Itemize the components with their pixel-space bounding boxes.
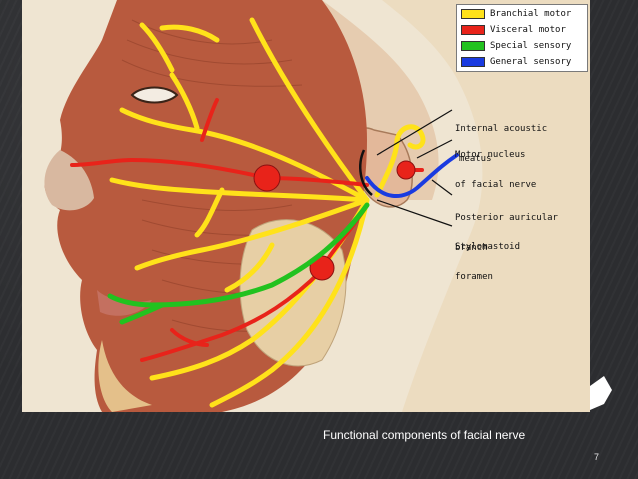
legend-swatch-yellow xyxy=(461,9,485,19)
label-line: meatus xyxy=(459,154,492,164)
leader-lines xyxy=(359,109,453,227)
posterior-auricular-path xyxy=(365,153,459,199)
buccal-branch xyxy=(134,197,370,271)
nose xyxy=(44,150,94,211)
submandibular-path xyxy=(140,268,324,362)
motor-nucleus-loop xyxy=(394,124,426,150)
legend-swatch-red xyxy=(461,25,485,35)
label-line: branch xyxy=(455,243,488,253)
frontal-twig xyxy=(139,22,175,73)
legend-label: General sensory xyxy=(490,57,572,67)
legend-item-special-sensory: Special sensory xyxy=(461,39,571,53)
facial-nerve-illustration: Branchial motor Visceral motor Special s… xyxy=(22,0,590,412)
label-motor-nucleus: Motor nucleus of facial nerve xyxy=(455,130,536,210)
special-sensory-branch xyxy=(107,202,370,325)
page-curl-icon xyxy=(590,376,612,410)
legend-item-visceral-motor: Visceral motor xyxy=(461,23,566,37)
skull-region xyxy=(322,0,439,200)
legend-label: Visceral motor xyxy=(490,25,566,35)
legend: Branchial motor Visceral motor Special s… xyxy=(456,4,588,72)
lacrimal-twig xyxy=(200,98,219,142)
label-stylomastoid-foramen: Stylomastoid foramen xyxy=(455,222,520,302)
branchial-motor-branches xyxy=(109,17,426,408)
label-posterior-auricular-branch: Posterior auricular branch xyxy=(455,193,558,273)
internal-acoustic-outline xyxy=(359,149,373,196)
temporal-branch xyxy=(249,17,370,203)
label-line: Internal acoustic xyxy=(455,124,548,134)
eye xyxy=(130,86,179,104)
label-line: Posterior auricular xyxy=(455,213,558,223)
taste-path xyxy=(107,202,370,308)
label-line: foramen xyxy=(455,272,493,282)
label-line: Stylomastoid xyxy=(455,242,521,252)
anatomy-drawing xyxy=(22,0,590,412)
zygomatic-branch-lower xyxy=(109,177,370,203)
legend-item-general-sensory: General sensory xyxy=(461,55,571,69)
slide-number: 7 xyxy=(594,452,600,462)
pterygopalatine-ganglion xyxy=(253,164,281,192)
legend-item-branchial-motor: Branchial motor xyxy=(461,7,571,21)
legend-swatch-blue xyxy=(461,57,485,67)
cervical-branch xyxy=(209,197,370,408)
greater-petrosal-path xyxy=(70,157,369,187)
zygomatic-branch-upper xyxy=(119,107,370,203)
label-internal-acoustic-meatus: Internal acoustic meatus xyxy=(455,104,547,184)
general-sensory-branch xyxy=(365,153,459,199)
label-line: of facial nerve xyxy=(455,180,537,190)
superior-salivatory-nucleus xyxy=(396,160,416,180)
neck-skin-region xyxy=(382,0,590,412)
slide-caption: Functional components of facial nerve xyxy=(323,428,526,442)
chin-fat xyxy=(98,340,152,412)
orbital-twig xyxy=(169,72,200,131)
label-line: Motor nucleus xyxy=(455,150,526,160)
legend-swatch-green xyxy=(461,41,485,51)
legend-label: Branchial motor xyxy=(490,9,572,19)
legend-label: Special sensory xyxy=(490,41,572,51)
frontal-twig-2 xyxy=(159,24,220,43)
